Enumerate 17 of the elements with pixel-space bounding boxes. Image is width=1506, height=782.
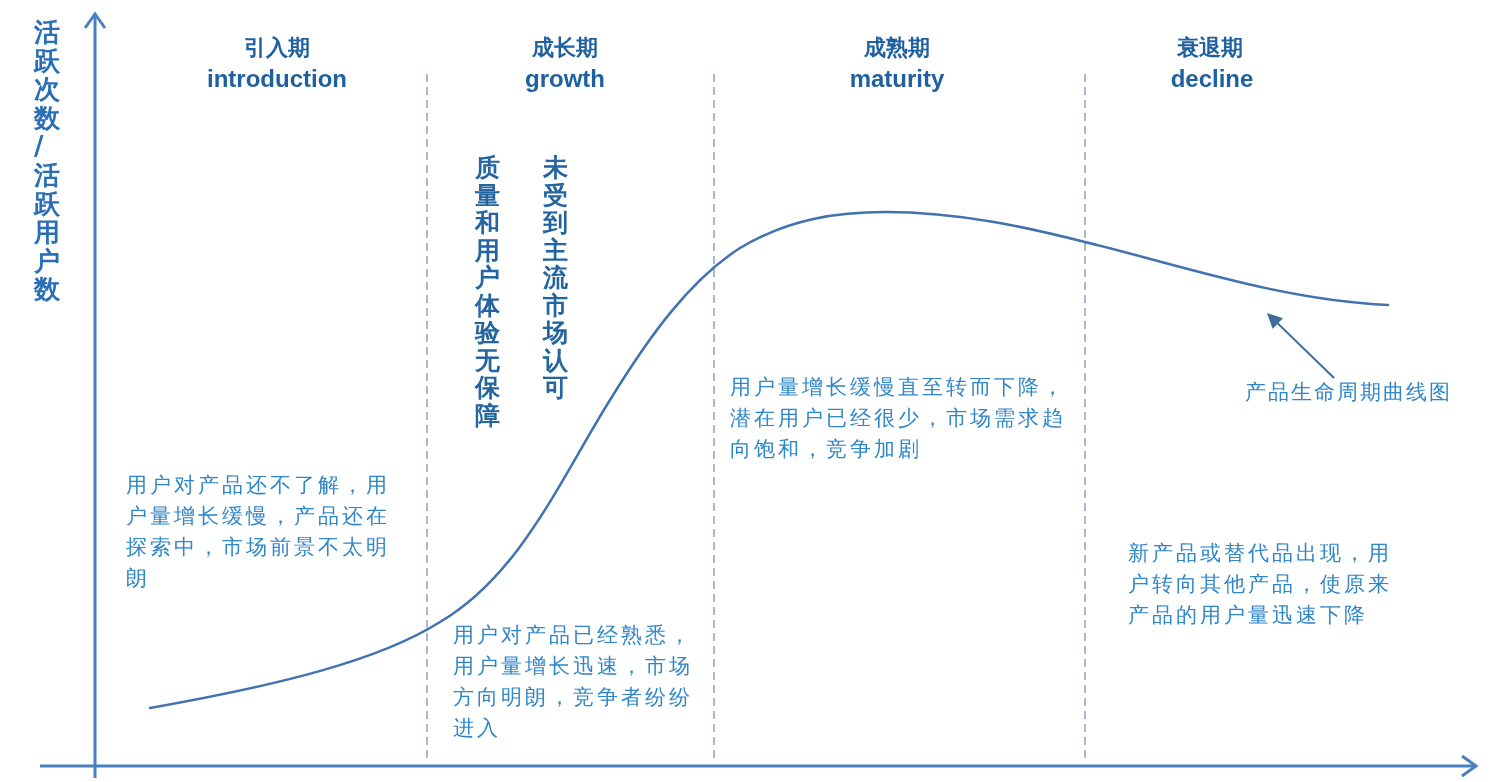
phase-heading: 成长期 — [532, 34, 598, 62]
phase-description: 用户对产品已经熟悉，用户量增长迅速，市场方向明朗，竞争者纷纷进入 — [453, 622, 694, 742]
leader-arrow — [1267, 313, 1336, 379]
phase-subheading: growth — [525, 64, 605, 94]
phase-description: 用户量增长缓慢直至转而下降，潜在用户已经很少，市场需求趋向饱和，竞争加剧 — [730, 374, 1067, 463]
phase-heading: 衰退期 — [1177, 34, 1243, 62]
phase-description: 用户对产品还不了解，用户量增长缓慢，产品还在探索中，市场前景不太明朗 — [126, 472, 391, 592]
vertical-note: 质量和用户体验无保障 — [475, 154, 500, 429]
phase-heading: 引入期 — [244, 34, 310, 62]
phase-subheading: decline — [1170, 64, 1254, 94]
phase-heading: 成熟期 — [864, 34, 930, 62]
phase-description: 新产品或替代品出现，用户转向其他产品，使原来产品的用户量迅速下降 — [1128, 540, 1393, 629]
y-axis-title: 活跃次数/活跃用户数 — [34, 18, 60, 304]
vertical-note: 未受到主流市场认可 — [543, 154, 568, 402]
curve-caption: 产品生命周期曲线图 — [1245, 378, 1452, 406]
phase-subheading: maturity — [849, 64, 945, 94]
phase-subheading: introduction — [207, 64, 347, 94]
